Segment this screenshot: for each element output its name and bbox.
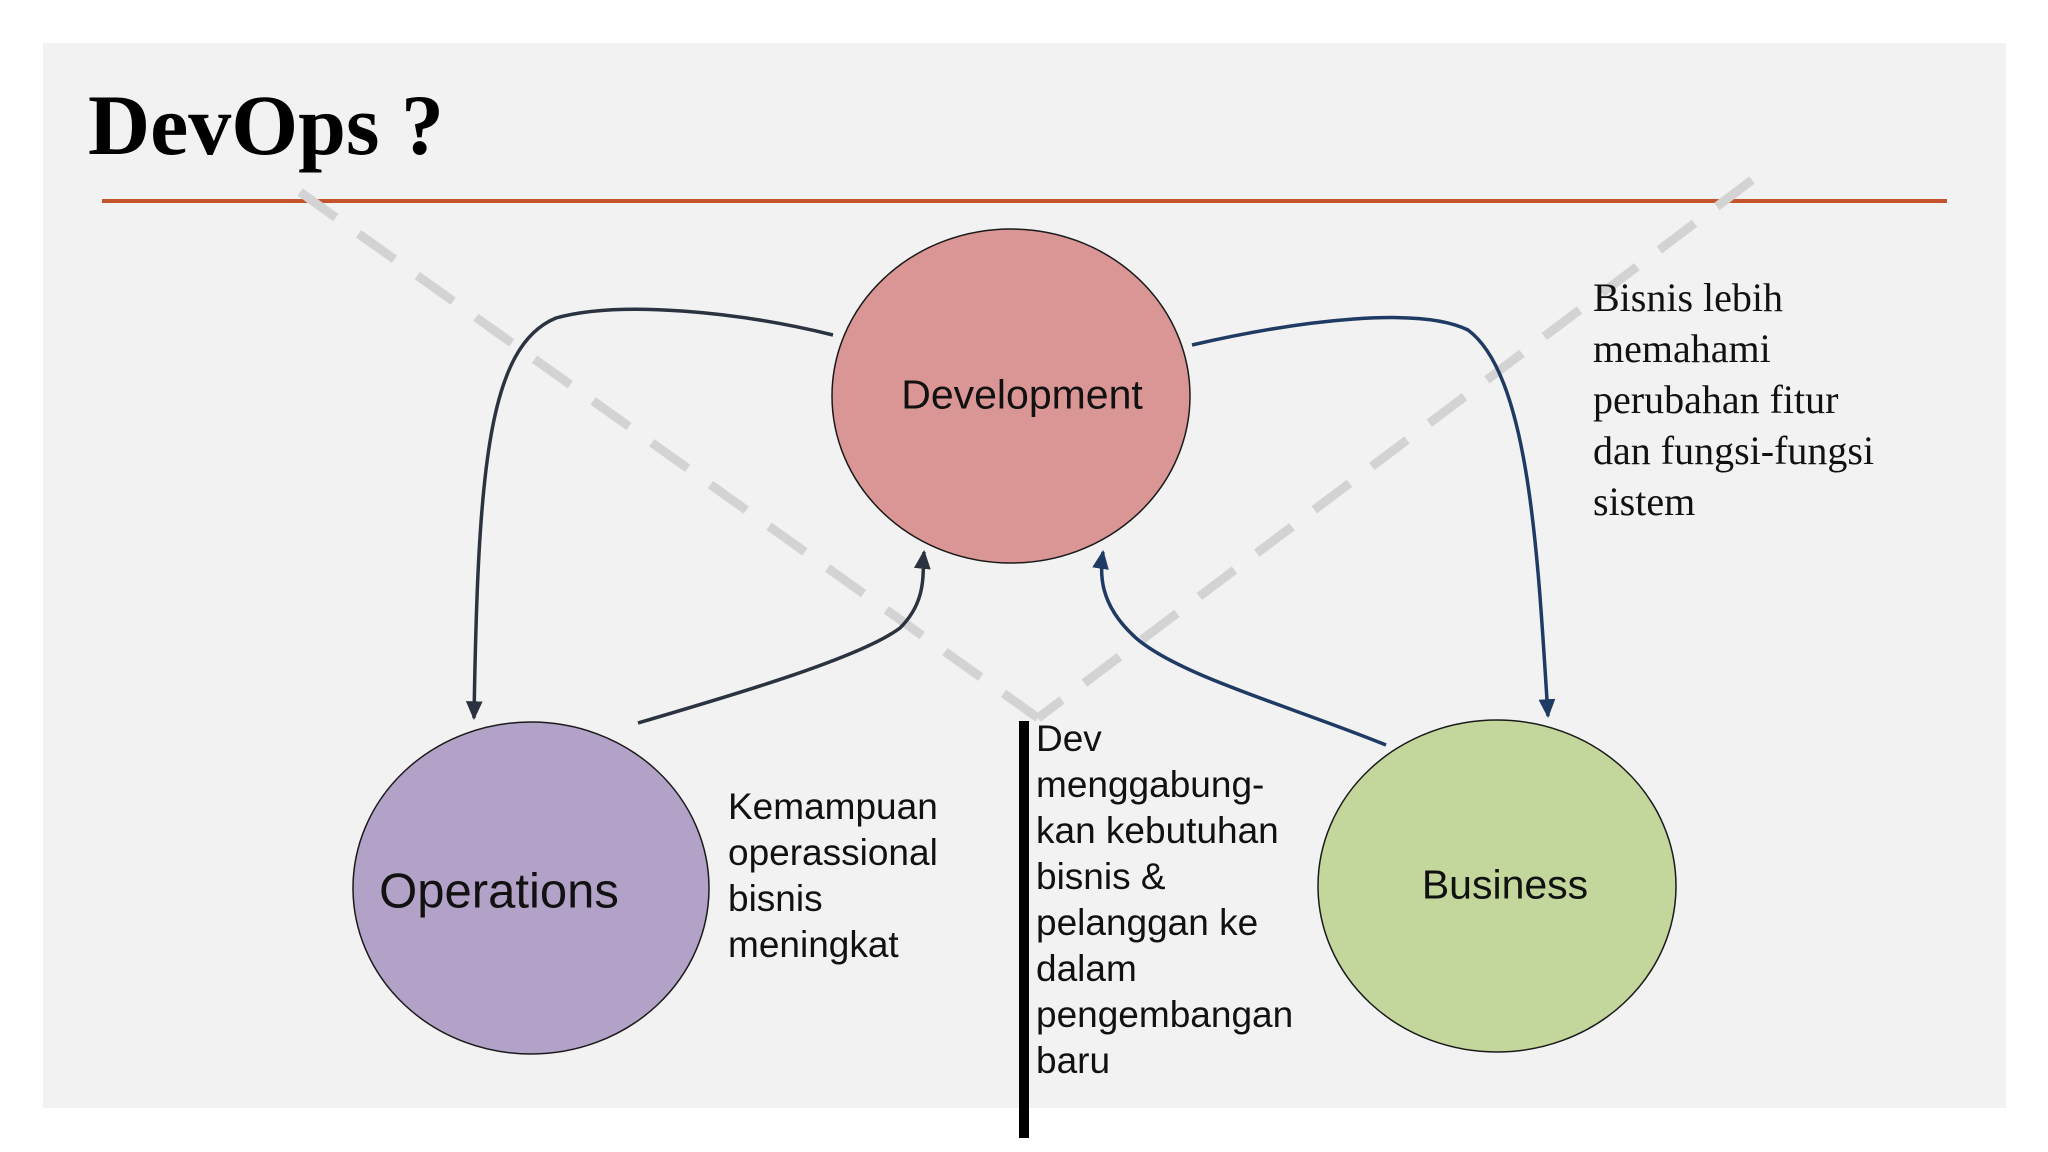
dashed-line-left — [297, 188, 1041, 722]
development-note: Dev menggabung- kan kebutuhan bisnis & p… — [1036, 718, 1294, 1081]
development-label: Development — [901, 371, 1143, 418]
business-note: Bisnis lebih memahami perubahan fitur da… — [1593, 275, 1875, 524]
arrow-development-to-operations — [465, 307, 834, 721]
arrow-business-to-development — [1092, 549, 1387, 747]
operations-node — [352, 721, 710, 1055]
development-node — [831, 228, 1191, 564]
business-label: Business — [1421, 861, 1589, 908]
arrow-development-to-business — [1191, 315, 1556, 719]
business-node — [1317, 719, 1677, 1053]
operations-label: Operations — [379, 864, 619, 919]
arrow-operations-to-development — [637, 549, 931, 725]
operations-note: Kemampuan operassional bisnis meningkat — [728, 786, 938, 965]
dashed-line-right — [1035, 176, 1755, 722]
slide-title: DevOps ? — [88, 77, 444, 173]
